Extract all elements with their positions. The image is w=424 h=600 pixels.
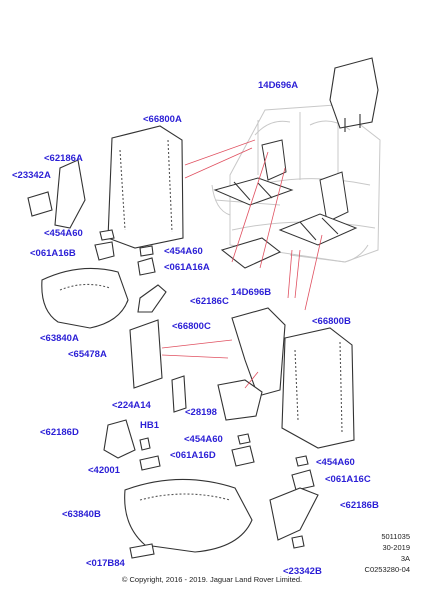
- part-label-23342b[interactable]: <23342B: [283, 566, 322, 577]
- part-label-061a16d[interactable]: <061A16D: [170, 450, 216, 461]
- part-label-62186a[interactable]: <62186A: [44, 153, 83, 164]
- part-label-66800c[interactable]: <66800C: [172, 321, 211, 332]
- part-label-061a16c[interactable]: <061A16C: [325, 474, 371, 485]
- part-label-63840a[interactable]: <63840A: [40, 333, 79, 344]
- parts: [27, 57, 379, 559]
- part-label-62186d[interactable]: <62186D: [40, 427, 79, 438]
- part-label-061a16a[interactable]: <061A16A: [164, 262, 210, 273]
- part-label-454a60-b[interactable]: <454A60: [164, 246, 203, 257]
- part-label-14d696b[interactable]: 14D696B: [231, 287, 272, 298]
- cushion-a-part: [41, 267, 129, 329]
- part-label-65478a[interactable]: <65478A: [68, 349, 107, 360]
- part-label-66800b[interactable]: <66800B: [312, 316, 351, 327]
- part-label-28198[interactable]: <28198: [185, 407, 217, 418]
- part-label-62186c[interactable]: <62186C: [190, 296, 229, 307]
- seat-back-c-part: [231, 307, 286, 397]
- headrest-part: [329, 57, 379, 129]
- part-label-017b84[interactable]: <017B84: [86, 558, 125, 569]
- part-label-23342a[interactable]: <23342A: [12, 170, 51, 181]
- seat-back-b-part: [281, 327, 355, 449]
- part-label-63840b[interactable]: <63840B: [62, 509, 101, 520]
- part-label-hb1[interactable]: HB1: [140, 420, 160, 431]
- trim-62186a-part: [54, 159, 86, 229]
- leader-lines: [161, 139, 323, 389]
- part-label-454a60-d[interactable]: <454A60: [316, 457, 355, 468]
- part-label-14d696a[interactable]: 14D696A: [258, 80, 299, 91]
- part-label-62186b[interactable]: <62186B: [340, 500, 379, 511]
- copyright-notice: © Copyright, 2016 - 2019. Jaguar Land Ro…: [121, 575, 303, 584]
- panel-65478a-part: [129, 319, 163, 389]
- reference-number: 5011035: [381, 532, 410, 541]
- clip-23342a-part: [27, 191, 53, 217]
- reference-code: C0253280-04: [364, 565, 410, 574]
- part-label-66800a[interactable]: <66800A: [143, 114, 182, 125]
- ghost-seat-parts: [213, 139, 358, 246]
- reference-date: 30-2019: [382, 543, 410, 552]
- part-label-454a60-a[interactable]: <454A60: [44, 228, 83, 239]
- reference-revision: 3A: [400, 554, 410, 563]
- part-label-42001[interactable]: <42001: [88, 465, 120, 476]
- cushion-b-part: [124, 478, 253, 553]
- part-label-061a16b[interactable]: <061A16B: [30, 248, 76, 259]
- part-label-224a14[interactable]: <224A14: [112, 400, 151, 411]
- part-label-454a60-c[interactable]: <454A60: [184, 434, 223, 445]
- pad-14d696b-part: [220, 237, 282, 269]
